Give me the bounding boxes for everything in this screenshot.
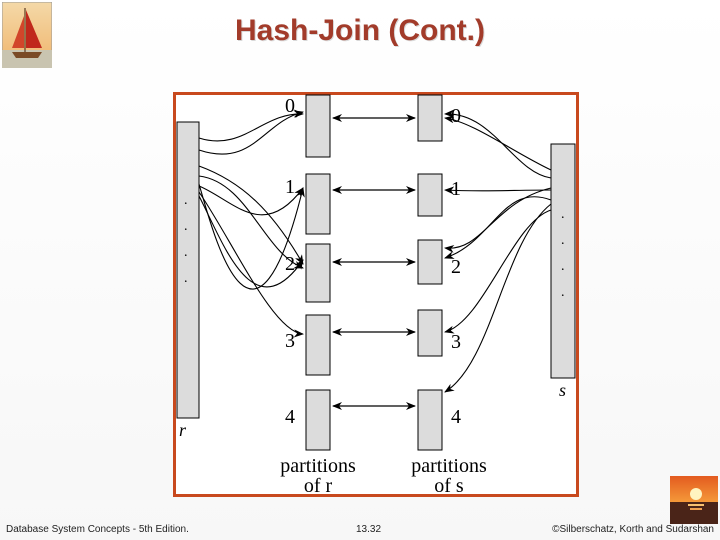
s-hash-curves <box>444 109 552 393</box>
s-partition-number: 2 <box>451 256 461 278</box>
r-partition-number: 3 <box>285 330 295 352</box>
dot: . <box>561 233 565 248</box>
relation-r-bar <box>176 121 200 419</box>
dot: . <box>184 245 188 260</box>
partition-join-arrows <box>332 114 416 410</box>
caption-s-line1: partitions <box>411 455 487 477</box>
dot: . <box>561 207 565 222</box>
dot: . <box>561 285 565 300</box>
dot: . <box>184 219 188 234</box>
s-partition-number: 1 <box>451 178 461 200</box>
hash-join-partition-diagram: . . . . r . . . . s 0 1 2 3 4 0 1 2 3 <box>173 92 579 497</box>
diagram-frame <box>173 92 579 497</box>
slide-title: Hash-Join (Cont.) <box>235 14 485 47</box>
r-hash-curve <box>198 109 304 142</box>
s-hash-curve <box>444 115 552 171</box>
r-partition-4 <box>305 389 331 451</box>
s-partition-3 <box>417 309 443 357</box>
relation-s-dots: . . . . <box>561 207 565 300</box>
r-hash-curve <box>198 175 304 269</box>
s-hash-curve <box>444 187 552 253</box>
r-partition-0 <box>305 94 331 158</box>
r-hash-curve <box>198 185 304 216</box>
s-partition-number: 3 <box>451 331 461 353</box>
s-hash-curve <box>444 186 552 195</box>
r-partition-2 <box>305 243 331 303</box>
relation-s-label: s <box>559 380 566 400</box>
r-partition-numbers: 0 1 2 3 4 <box>285 95 295 428</box>
r-partition-3 <box>305 314 331 376</box>
s-partition-4 <box>417 389 443 451</box>
r-hash-curve <box>198 110 304 155</box>
caption-r-line2: of r <box>304 475 333 497</box>
dot: . <box>184 271 188 286</box>
r-hash-curve <box>198 183 305 290</box>
r-partition-number: 1 <box>285 176 295 198</box>
sunset-logo <box>670 476 718 524</box>
partitions-of-s <box>417 94 443 451</box>
relation-s-bar <box>550 143 576 379</box>
r-partition-number: 0 <box>285 95 295 117</box>
s-hash-curve <box>444 203 552 393</box>
caption-r-line1: partitions <box>280 455 356 477</box>
r-partition-number: 2 <box>285 253 295 275</box>
s-partition-numbers: 0 1 2 3 4 <box>451 105 461 428</box>
s-partition-0 <box>417 94 443 142</box>
s-partition-1 <box>417 173 443 217</box>
r-hash-curve <box>198 165 304 265</box>
dot: . <box>561 259 565 274</box>
r-partition-number: 4 <box>285 406 295 428</box>
footer-book-title: Database System Concepts - 5th Edition. <box>6 524 189 535</box>
sailboat-logo <box>2 2 52 68</box>
dot: . <box>184 193 188 208</box>
relation-r-label: r <box>179 420 187 440</box>
partitions-of-r <box>305 94 331 451</box>
s-partition-number: 4 <box>451 406 461 428</box>
footer-page-number: 13.32 <box>356 524 382 535</box>
footer-copyright: ©Silberschatz, Korth and Sudarshan <box>552 524 714 535</box>
r-hash-curves <box>198 109 305 338</box>
r-hash-curve <box>198 191 304 338</box>
relation-r-dots: . . . . <box>184 193 188 286</box>
s-partition-number: 0 <box>451 105 461 127</box>
caption-s-line2: of s <box>434 475 464 497</box>
r-partition-1 <box>305 173 331 235</box>
s-hash-curve <box>444 196 552 259</box>
s-partition-2 <box>417 239 443 285</box>
